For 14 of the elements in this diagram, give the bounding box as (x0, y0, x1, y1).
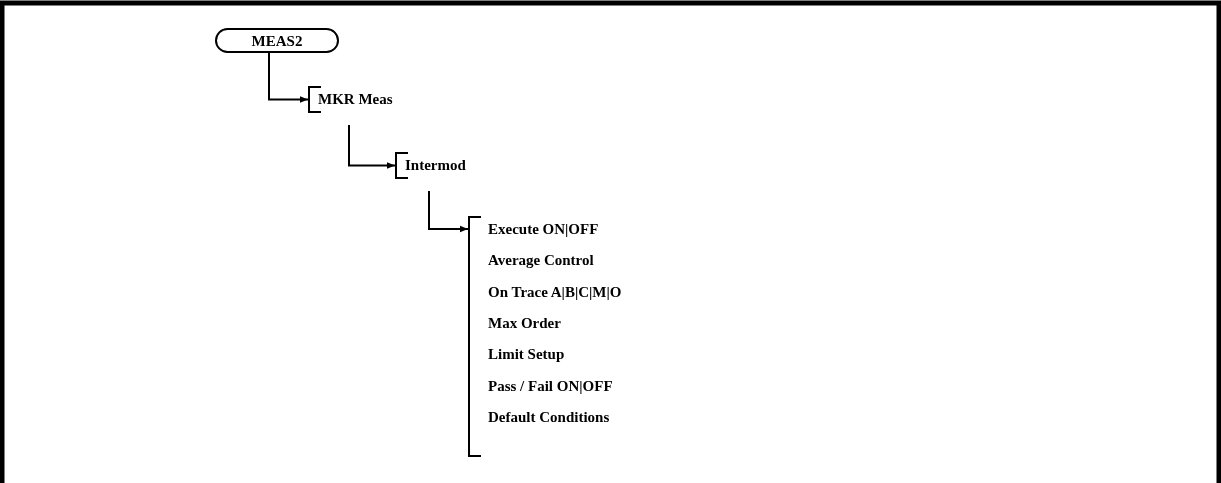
connector-arrow (348, 124, 396, 169)
menu-item: Max Order (488, 313, 561, 332)
menu-item: Intermod (405, 156, 466, 174)
menu-item: On Trace A|B|C|M|O (488, 282, 622, 301)
menu-item: Default Conditions (488, 407, 610, 426)
menu-item: Limit Setup (488, 345, 565, 364)
menu-key-box (215, 28, 339, 53)
connector-arrow (268, 52, 309, 103)
connector-arrow (428, 190, 469, 233)
key-label: MEAS2 (250, 32, 304, 50)
menu-item: Execute ON|OFF (488, 220, 599, 238)
menu-item: MKR Meas (318, 90, 393, 108)
menu-item: Average Control (488, 251, 594, 270)
menu-item: Pass / Fail ON|OFF (488, 376, 613, 395)
